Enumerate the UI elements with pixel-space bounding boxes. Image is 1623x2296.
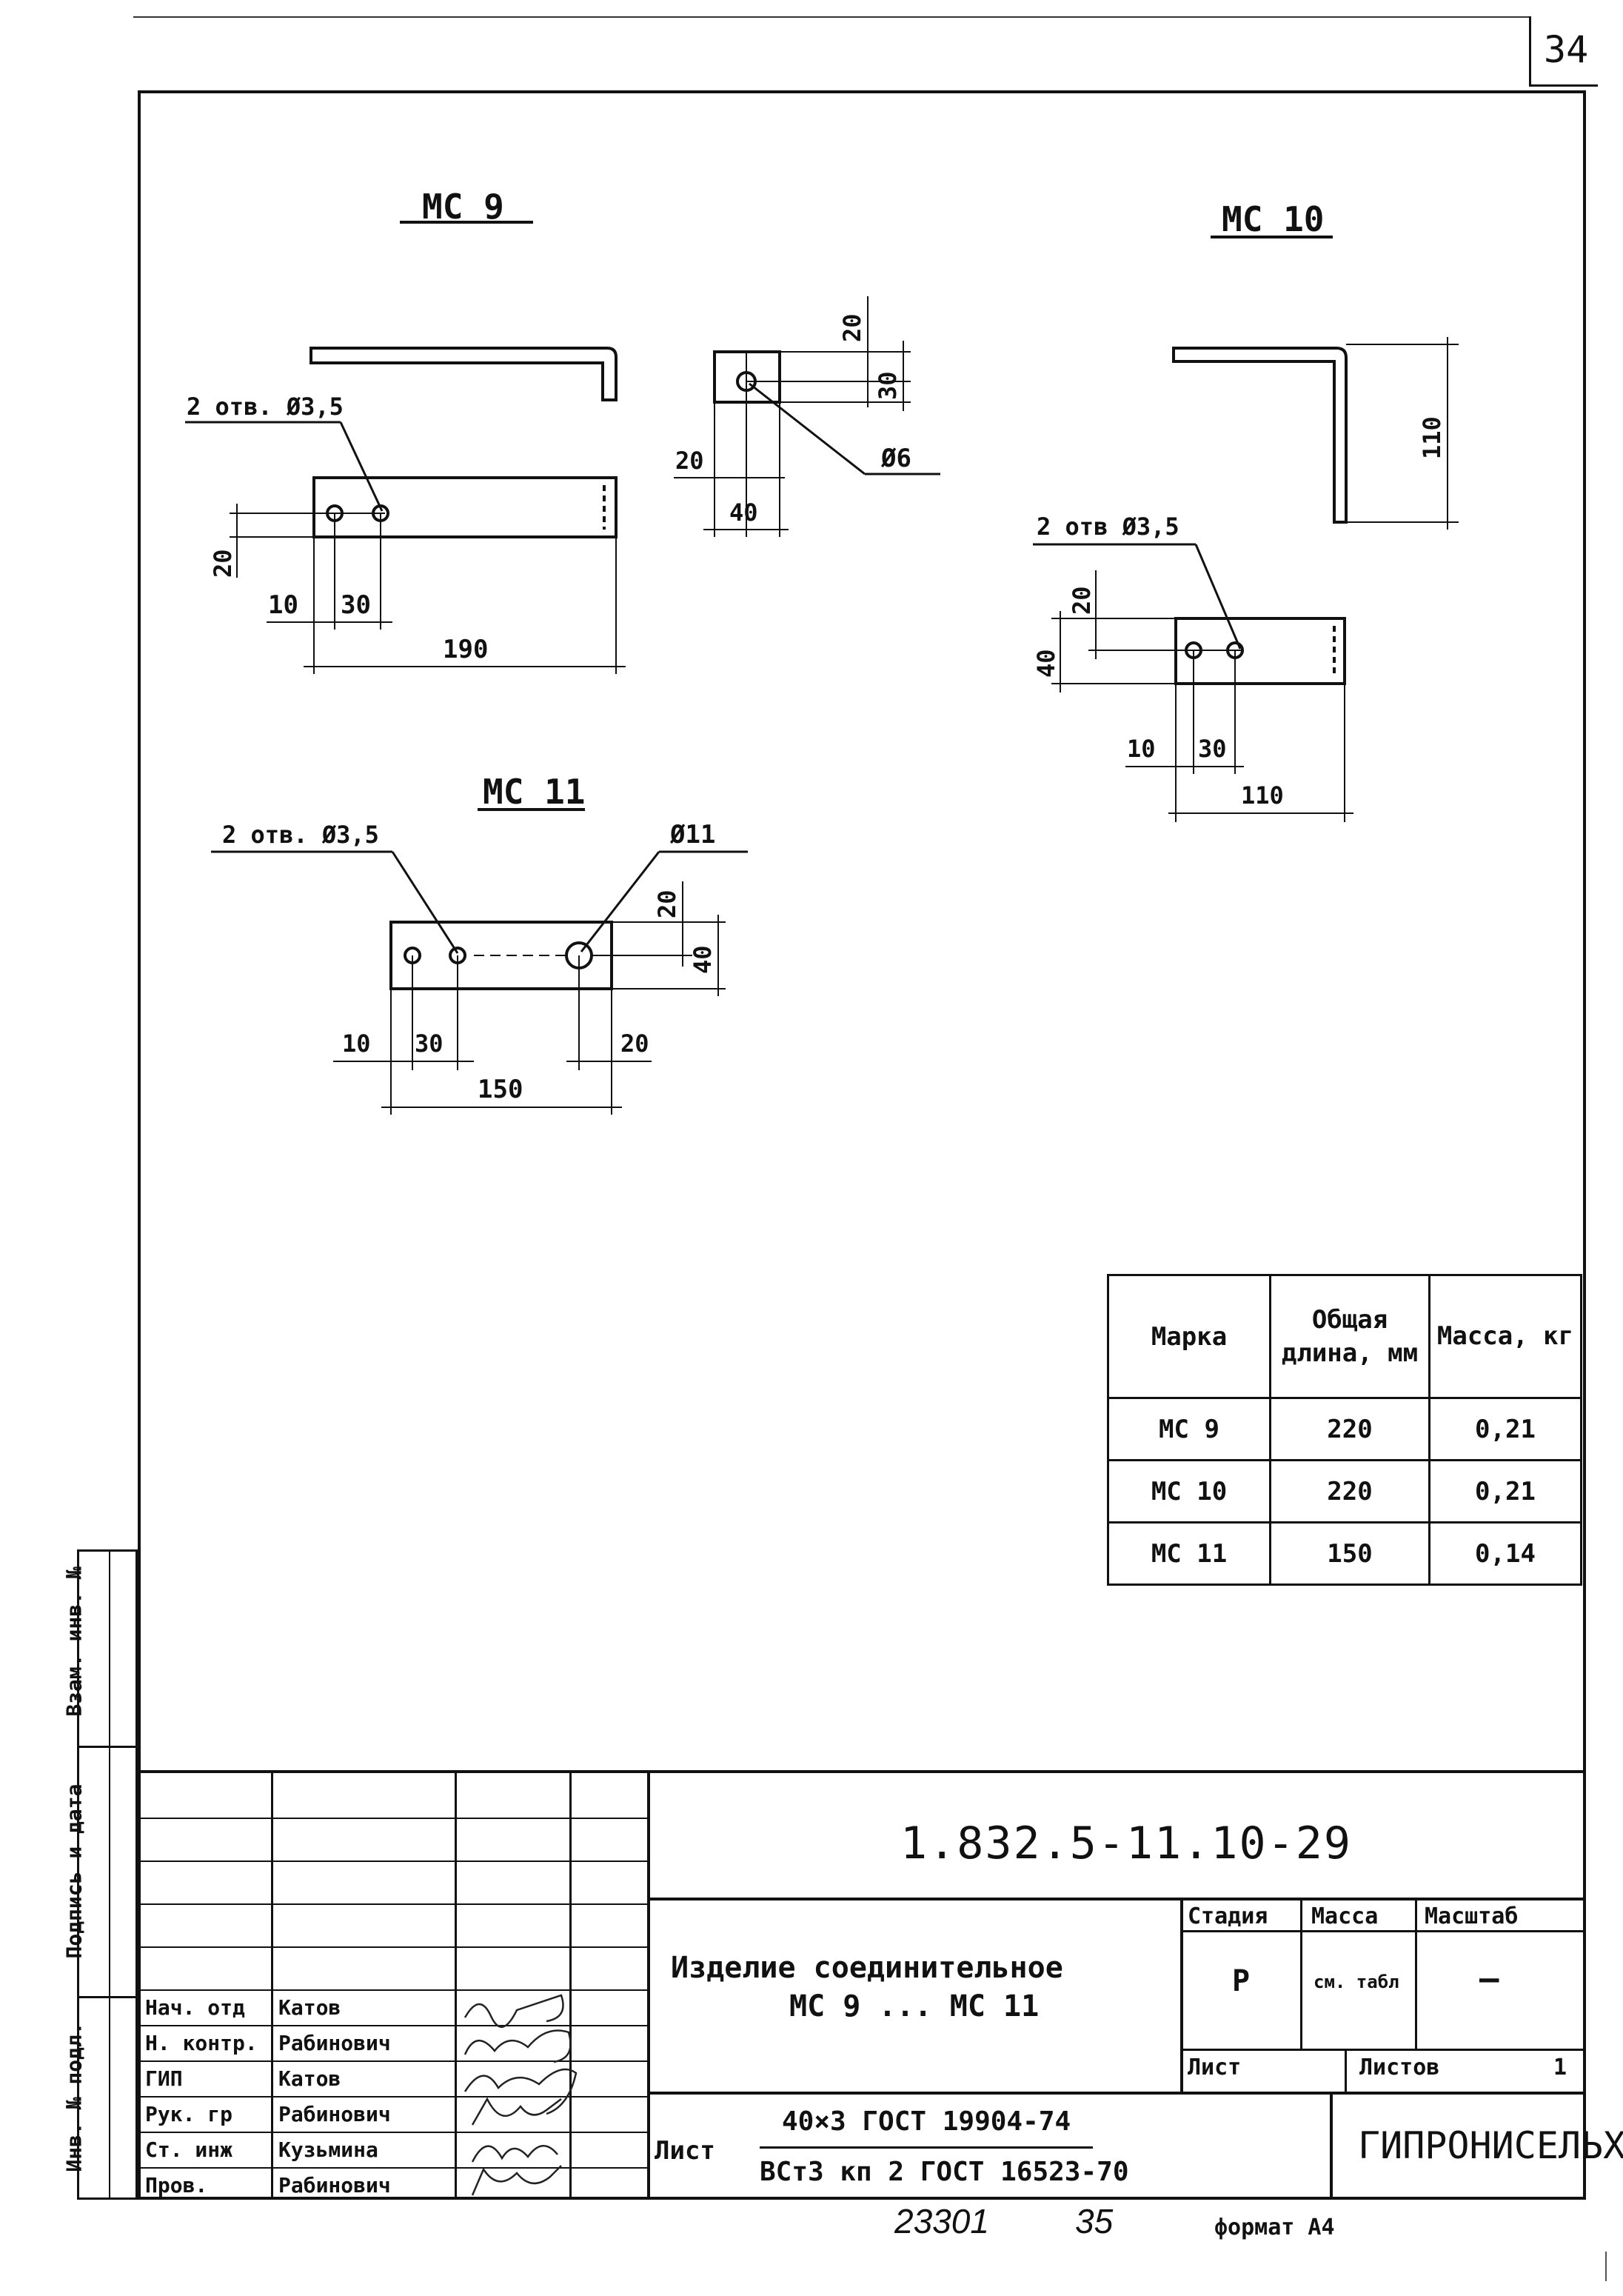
organization: ГИПРОНИСЕЛЬХОЗ [1358, 2124, 1623, 2167]
side-stamp-inv: Инв. № подл. [61, 2022, 87, 2172]
footer-format: формат А4 [1214, 2215, 1335, 2240]
mc10-dim-20: 20 [1068, 586, 1096, 615]
signature-grid [138, 1773, 647, 2200]
mc11-title: МС 11 [483, 772, 585, 812]
role-n-kontr: Н. контр. [145, 2031, 258, 2055]
role-nach-otd: Нач. отд [145, 1995, 245, 2020]
mc10-dim-110v: 110 [1418, 416, 1446, 459]
mc10-holes-label: 2 отв Ø3,5 [1037, 513, 1179, 541]
spec-header-mark: Марка [1107, 1274, 1271, 1399]
item-name-line2: МС 9 ... МС 11 [789, 1989, 1040, 2023]
drawing-frame [138, 90, 1586, 2200]
mc9-end-hole: Ø6 [880, 444, 911, 473]
mass-header: Масса [1311, 1903, 1379, 1929]
item-name-line1: Изделие соединительное [671, 1951, 1063, 1985]
role-prov: Пров. [145, 2173, 208, 2197]
spec-cell-length: 220 [1269, 1397, 1430, 1461]
mc11-hole-big: Ø11 [669, 820, 715, 850]
mc9-title: МС 9 [422, 187, 504, 227]
stage-header: Стадия [1188, 1903, 1268, 1929]
name-st-inzh: Кузьмина [278, 2138, 378, 2162]
stage-value: Р [1232, 1964, 1251, 1998]
material-top: 40×3 ГОСТ 19904-74 [782, 2106, 1071, 2137]
side-stamp [77, 1549, 138, 2200]
doc-code: 1.832.5-11.10-29 [900, 1818, 1352, 1869]
name-gip: Катов [278, 2066, 341, 2091]
mc11-dim-30: 30 [415, 1029, 444, 1058]
spec-cell-mass: 0,14 [1428, 1521, 1582, 1586]
role-gip: ГИП [145, 2066, 183, 2091]
material-bottom: ВСт3 кп 2 ГОСТ 16523-70 [760, 2157, 1129, 2187]
mc9-dim-20: 20 [209, 549, 237, 578]
mc11-dim-10: 10 [342, 1029, 371, 1058]
spec-cell-length: 150 [1269, 1521, 1430, 1586]
sheets-value: 1 [1553, 2055, 1567, 2080]
side-stamp-podpis: Подпись и дата [61, 1783, 87, 1959]
role-ruk-gr: Рук. гр [145, 2102, 233, 2126]
mc10-title: МС 10 [1222, 199, 1324, 239]
name-n-kontr: Рабинович [278, 2031, 391, 2055]
scale-header: Масштаб [1425, 1903, 1519, 1929]
table-row: МС 9 220 0,21 [1107, 1397, 1582, 1461]
scale-value: — [1479, 1960, 1499, 1998]
mc10-dim-110: 110 [1241, 781, 1284, 810]
mc9-end-dim-30: 30 [874, 371, 902, 400]
sheet-label: Лист [1188, 2055, 1242, 2080]
role-st-inzh: Ст. инж [145, 2138, 233, 2162]
spec-cell-mark: МС 10 [1107, 1459, 1271, 1524]
name-ruk-gr: Рабинович [278, 2102, 391, 2126]
footer-number-a: 23301 [894, 2202, 989, 2240]
page-number: 34 [1544, 28, 1589, 71]
mc11-holes-label: 2 отв. Ø3,5 [222, 821, 379, 849]
mc9-end-dim-20b: 20 [675, 447, 704, 475]
top-rule [133, 16, 1529, 18]
title-block: Нач. отд Катов Н. контр. Рабинович ГИП К… [138, 1770, 1623, 2200]
right-margin-mark [1605, 2252, 1607, 2281]
mc11-dim-20: 20 [653, 890, 681, 918]
mc9-end-dim-20: 20 [838, 313, 866, 342]
spec-table-header: Марка Общая длина, мм Масса, кг [1107, 1274, 1582, 1399]
mc9-end-dim-40: 40 [729, 498, 758, 527]
spec-cell-mass: 0,21 [1428, 1397, 1582, 1461]
mc11-dim-20b: 20 [620, 1029, 649, 1058]
mc10-dim-40: 40 [1032, 649, 1060, 678]
mc10-dim-30: 30 [1198, 735, 1227, 763]
mass-value: см. табл [1314, 1972, 1399, 1992]
table-row: МС 11 150 0,14 [1107, 1521, 1582, 1586]
mc9-dim-190: 190 [443, 635, 488, 664]
side-stamp-vzam: Взам. инв. № [61, 1566, 87, 1717]
footer-number-b: 35 [1075, 2202, 1114, 2240]
spec-cell-length: 220 [1269, 1459, 1430, 1524]
mc9-dim-10: 10 [268, 590, 298, 620]
spec-cell-mark: МС 9 [1107, 1397, 1271, 1461]
signature-scribbles [464, 1994, 578, 2196]
spec-table: Марка Общая длина, мм Масса, кг МС 9 220… [1107, 1274, 1582, 1586]
page-number-box [1529, 16, 1598, 87]
spec-header-mass: Масса, кг [1428, 1274, 1582, 1399]
drawings-canvas: МС 9 2 отв. Ø3,5 20 10 30 190 20 30 20 4… [185, 187, 1459, 1115]
name-nach-otd: Катов [278, 1995, 341, 2020]
mc11-dim-40: 40 [689, 945, 717, 974]
name-prov: Рабинович [278, 2173, 391, 2197]
spec-header-length: Общая длина, мм [1269, 1274, 1430, 1399]
mc10-dim-10: 10 [1127, 735, 1156, 763]
table-row: МС 10 220 0,21 [1107, 1459, 1582, 1524]
mc9-dim-30: 30 [341, 590, 371, 620]
spec-cell-mark: МС 11 [1107, 1521, 1271, 1586]
material-label: Лист [655, 2136, 715, 2166]
mc9-holes-label: 2 отв. Ø3,5 [187, 393, 344, 421]
spec-cell-mass: 0,21 [1428, 1459, 1582, 1524]
sheets-label: Листов [1359, 2055, 1440, 2080]
mc11-dim-150: 150 [478, 1075, 523, 1104]
